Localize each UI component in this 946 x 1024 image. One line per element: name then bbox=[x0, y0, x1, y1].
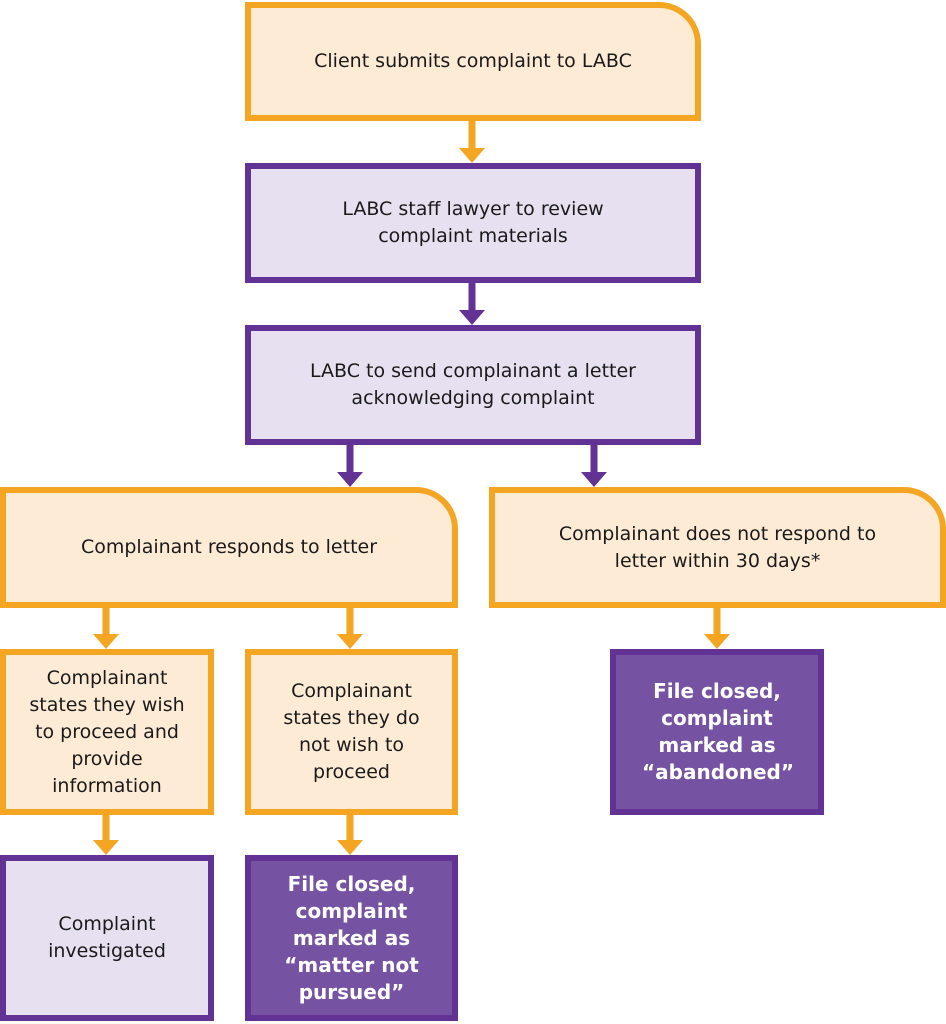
node-label: Complainant states they do not wish to p… bbox=[283, 680, 420, 783]
node-complaint-investigated: Complaint investigated bbox=[0, 855, 214, 1021]
arrow-submit-to-review bbox=[459, 120, 485, 163]
arrow-responds-to-wish-proceed bbox=[93, 607, 119, 649]
node-label: Complainant states they wish to proceed … bbox=[29, 666, 185, 797]
node-label: LABC to send complainant a letter acknow… bbox=[310, 360, 636, 409]
arrow-responds-to-not-proceed bbox=[337, 607, 363, 649]
node-label: File closed, complaint marked as “matter… bbox=[284, 871, 419, 1004]
node-label: Client submits complaint to LABC bbox=[314, 50, 632, 72]
node-complainant-responds: Complainant responds to letter bbox=[0, 487, 458, 608]
arrow-review-to-acknowledge bbox=[459, 282, 485, 325]
arrow-no-response-to-abandoned bbox=[704, 607, 730, 649]
node-not-wish-to-proceed: Complainant states they do not wish to p… bbox=[245, 649, 458, 815]
node-staff-review: LABC staff lawyer to review complaint ma… bbox=[245, 163, 701, 283]
node-wish-to-proceed: Complainant states they wish to proceed … bbox=[0, 649, 214, 815]
arrow-wish-proceed-to-investigated bbox=[93, 814, 119, 855]
node-send-acknowledgement: LABC to send complainant a letter acknow… bbox=[245, 325, 701, 445]
node-label: Complainant does not respond to letter w… bbox=[558, 522, 877, 572]
node-label: Complaint investigated bbox=[48, 913, 166, 962]
arrow-acknowledge-to-responds bbox=[337, 444, 363, 487]
node-label: File closed, complaint marked as “abando… bbox=[642, 679, 795, 784]
node-file-closed-abandoned: File closed, complaint marked as “abando… bbox=[610, 649, 824, 815]
node-client-submits: Client submits complaint to LABC bbox=[245, 2, 701, 121]
node-no-response: Complainant does not respond to letter w… bbox=[489, 487, 946, 608]
node-label: Complainant responds to letter bbox=[80, 536, 378, 558]
arrow-acknowledge-to-no-response bbox=[581, 444, 607, 487]
node-file-closed-not-pursued: File closed, complaint marked as “matter… bbox=[245, 855, 458, 1021]
node-label: LABC staff lawyer to review complaint ma… bbox=[342, 198, 604, 247]
arrow-not-proceed-to-not-pursued bbox=[337, 814, 363, 855]
